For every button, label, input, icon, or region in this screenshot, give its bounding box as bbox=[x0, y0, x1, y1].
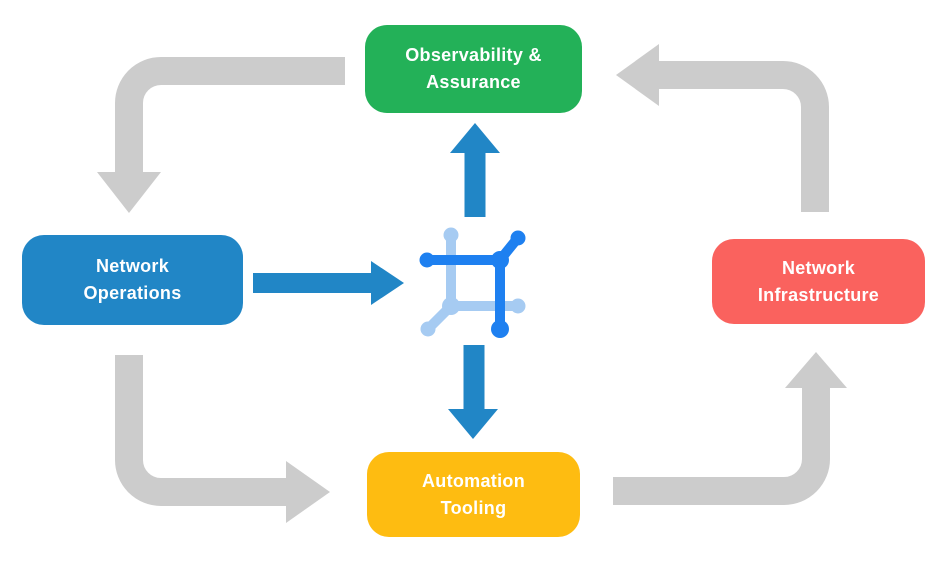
node-label-line: Automation bbox=[422, 470, 525, 491]
arrow-infrastructure-to-observability bbox=[616, 44, 829, 212]
arrow-operations-to-center bbox=[253, 261, 404, 305]
node-network-infrastructure: Network Infrastructure bbox=[712, 239, 925, 324]
node-label-line: Tooling bbox=[440, 497, 507, 518]
node-automation-tooling: Automation Tooling bbox=[367, 452, 580, 537]
arrow-center-to-observability bbox=[450, 123, 500, 217]
arrowhead-down-icon bbox=[448, 409, 498, 439]
network-mesh-icon bbox=[419, 227, 526, 338]
node-label-line: Network bbox=[781, 257, 856, 278]
arrow-automation-to-infrastructure bbox=[613, 352, 847, 505]
arrowhead-up-icon bbox=[450, 123, 500, 153]
network-mesh-dark-strokes bbox=[419, 230, 526, 338]
mesh-node-top bbox=[443, 227, 459, 243]
node-network-operations: Network Operations bbox=[22, 235, 243, 325]
node-label-line: Operations bbox=[83, 283, 182, 303]
mesh-node-right bbox=[510, 298, 526, 314]
arrow-operations-to-automation bbox=[115, 355, 330, 523]
mesh-node-left bbox=[419, 252, 435, 268]
mesh-corner-top-right bbox=[491, 251, 509, 269]
arrow-elbow bbox=[115, 57, 345, 174]
arrowhead-left-icon bbox=[616, 44, 659, 106]
arrowhead-up-icon bbox=[785, 352, 847, 388]
node-label-line: Assurance bbox=[426, 72, 521, 92]
arrow-center-to-automation bbox=[448, 345, 498, 439]
node-observability-assurance: Observability & Assurance bbox=[365, 25, 582, 113]
node-label-line: Observability & bbox=[405, 45, 542, 65]
arrow-observability-to-operations bbox=[97, 57, 345, 213]
arrow-elbow bbox=[613, 386, 830, 505]
arrowhead-down-icon bbox=[97, 172, 161, 213]
mesh-node-bottom bbox=[491, 320, 509, 338]
mesh-corner-bottom-left bbox=[442, 297, 460, 315]
arrowhead-right-icon bbox=[286, 461, 330, 523]
arrow-elbow bbox=[659, 61, 829, 212]
network-mesh-light-strokes bbox=[420, 227, 526, 337]
mesh-node-bottom-left bbox=[420, 321, 436, 337]
mesh-node-top-right bbox=[510, 230, 526, 246]
arrowhead-right-icon bbox=[371, 261, 404, 305]
node-label-line: Infrastructure bbox=[757, 284, 880, 305]
node-label-line: Network bbox=[95, 256, 170, 276]
arrow-elbow bbox=[115, 355, 288, 506]
